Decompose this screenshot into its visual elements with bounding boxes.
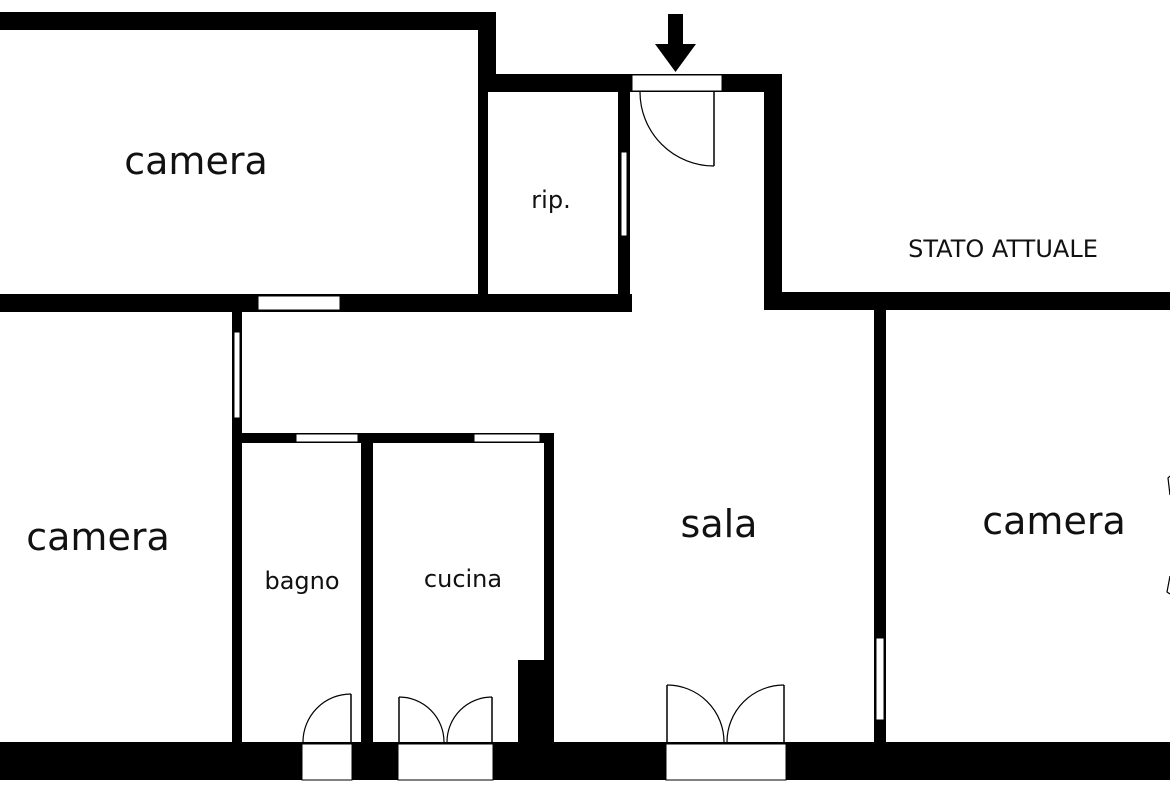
window-camera-left-side [233,331,241,419]
wall-left-camera-right [232,312,242,744]
entrance-door-opening [631,74,723,92]
openings [233,74,885,781]
cucina-door-arc-left [398,696,445,743]
sala-door-arc-left [666,684,725,743]
sala-door-arc-right [726,684,785,743]
kitchen-pillar [518,660,554,744]
window-camera-top [257,295,341,311]
window-bagno-top [295,433,359,443]
wall-kitchen-right [544,433,554,744]
wall-bath-kitchen-divider [361,433,373,744]
sala-door-opening [665,743,787,781]
entrance-door-arc [639,91,715,167]
wall-top-rip [478,74,782,92]
cucina-door-arc-right [446,696,493,743]
room-label-ripostiglio: rip. [531,186,570,214]
right-edge-door-fragment-bottom [1166,575,1170,595]
walls [0,12,1170,780]
window-cucina-top [473,433,541,443]
room-label-camera-right: camera [982,499,1125,543]
wall-bottom [0,742,1170,780]
status-label: STATO ATTUALE [908,235,1098,263]
room-label-bagno: bagno [264,567,339,595]
right-edge-door-fragment-top [1167,475,1170,496]
wall-sala-camera-divider [874,310,886,744]
wall-right-top [764,292,1170,310]
window-rip-side [620,151,628,237]
cucina-door-opening [397,743,494,781]
window-sala-side [875,637,885,721]
entrance-arrow [655,14,696,72]
room-label-camera-top: camera [124,139,267,183]
bagno-door-arc [302,693,352,743]
bagno-door-opening [301,743,353,781]
wall-top-camera [0,12,496,30]
wall-camera-right-edge [478,12,496,74]
wall-hall-right [764,74,782,310]
room-labels: camera rip. camera bagno cucina sala cam… [26,139,1125,595]
wall-rip-left [478,74,488,304]
room-label-sala: sala [681,502,758,546]
down-arrow-icon [655,14,696,72]
wall-bath-kitchen-top [232,433,554,443]
door-swings [302,91,1170,743]
room-label-camera-left: camera [26,515,169,559]
room-label-cucina: cucina [424,565,502,593]
